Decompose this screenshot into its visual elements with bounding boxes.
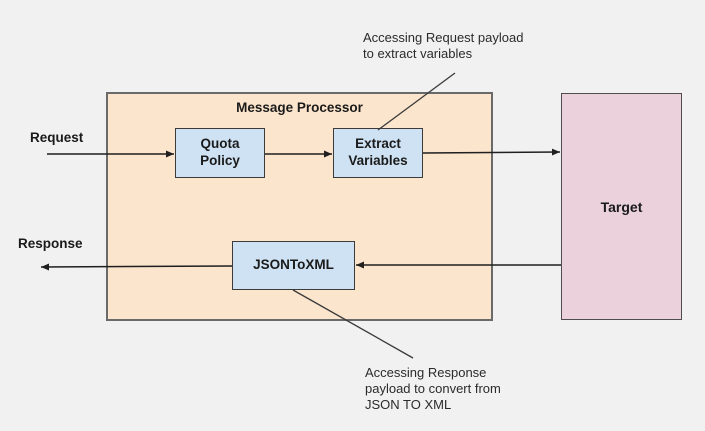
target-label: Target xyxy=(600,198,643,215)
quota-policy-node: Quota Policy xyxy=(175,128,265,178)
target-node: Target xyxy=(561,93,682,320)
annotation-response-payload: Accessing Response payload to convert fr… xyxy=(365,365,501,412)
json-to-xml-node: JSONToXML xyxy=(232,241,355,290)
message-processor-title: Message Processor xyxy=(236,100,363,115)
request-label: Request xyxy=(30,130,84,145)
response-label: Response xyxy=(18,236,83,251)
annotation-request-payload: Accessing Request payload to extract var… xyxy=(363,30,524,61)
extract-variables-node: Extract Variables xyxy=(333,128,423,178)
